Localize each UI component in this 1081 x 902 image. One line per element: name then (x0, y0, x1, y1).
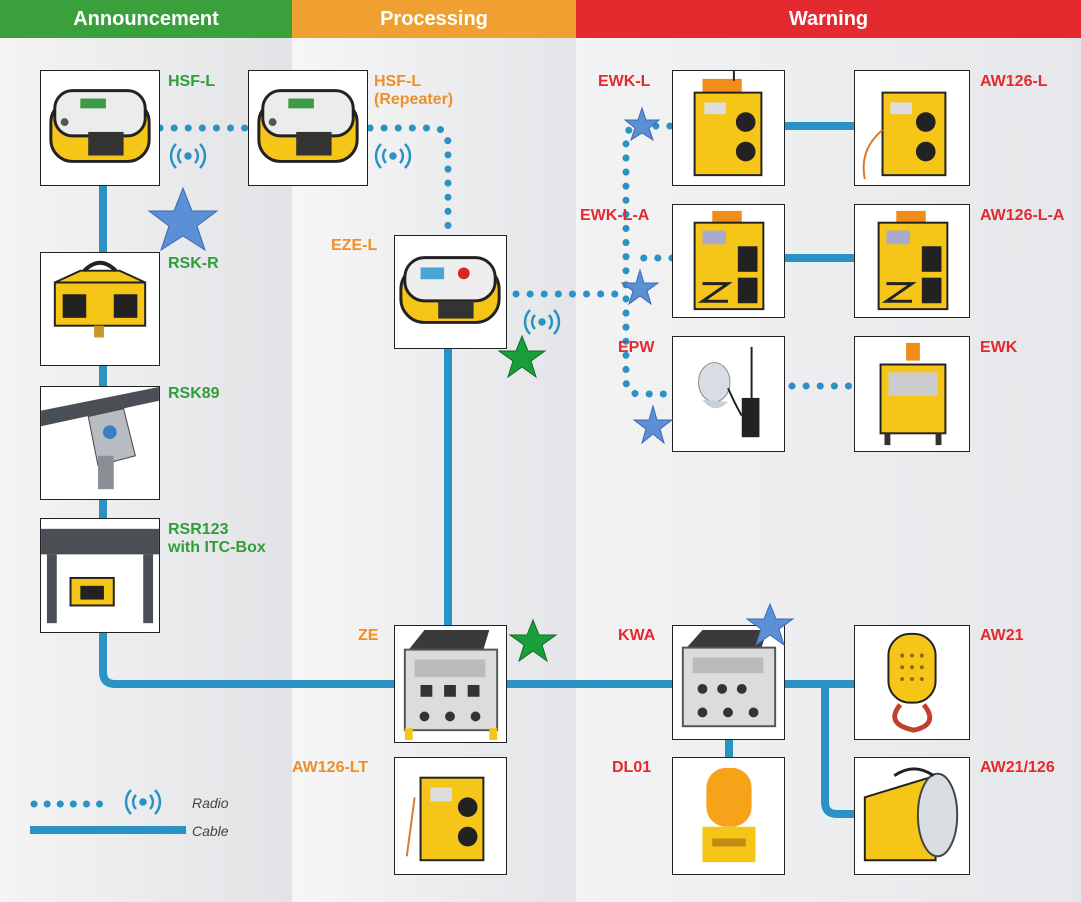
ze-device (394, 625, 507, 743)
aw126-l-a-device (854, 204, 970, 318)
label-hsf-l-repeater-line2: (Repeater) (374, 91, 454, 108)
label-aw126-l-a: AW126-L-A (980, 207, 1065, 224)
aw126-lt-device (394, 757, 507, 875)
label-aw21-126: AW21/126 (980, 759, 1055, 776)
label-rsr123-line2: with ITC-Box (168, 539, 266, 556)
aw21-device (854, 625, 970, 740)
legend-radio-label: Radio (192, 795, 229, 811)
aw126-l-device (854, 70, 970, 186)
label-hsf-l-repeater-line1: HSF-L (374, 73, 422, 90)
rsk-r-device (40, 252, 160, 366)
label-rsk-r: RSK-R (168, 255, 219, 272)
ewk-device (854, 336, 970, 452)
label-rsr123-line1: RSR123 (168, 521, 229, 538)
label-ewk-l: EWK-L (598, 73, 651, 90)
label-kwa: KWA (618, 627, 656, 644)
label-aw126-lt: AW126-LT (292, 759, 369, 776)
label-eze-l: EZE-L (331, 237, 378, 254)
label-ewk-l-a: EWK-L-A (580, 207, 650, 224)
label-aw21: AW21 (980, 627, 1024, 644)
rsr123-device (40, 518, 160, 633)
label-epw: EPW (618, 339, 655, 356)
warning-header: Warning (576, 0, 1081, 38)
kwa-device (672, 625, 785, 740)
processing-header: Processing (292, 0, 576, 38)
label-ewk: EWK (980, 339, 1018, 356)
epw-device (672, 336, 785, 452)
legend-cable-label: Cable (192, 823, 229, 839)
label-aw126-l: AW126-L (980, 73, 1048, 90)
ewk-l-device (672, 70, 785, 186)
label-rsk89: RSK89 (168, 385, 220, 402)
label-dl01: DL01 (612, 759, 652, 776)
hsf-l-device (40, 70, 160, 186)
eze-l-device (394, 235, 507, 349)
announcement-header: Announcement (0, 0, 292, 38)
label-hsf-l: HSF-L (168, 73, 216, 90)
hsf-l-repeater-device (248, 70, 368, 186)
dl01-device (672, 757, 785, 875)
label-ze: ZE (358, 627, 379, 644)
aw21-126-device (854, 757, 970, 875)
ewk-l-a-device (672, 204, 785, 318)
rsk89-device (40, 386, 160, 500)
